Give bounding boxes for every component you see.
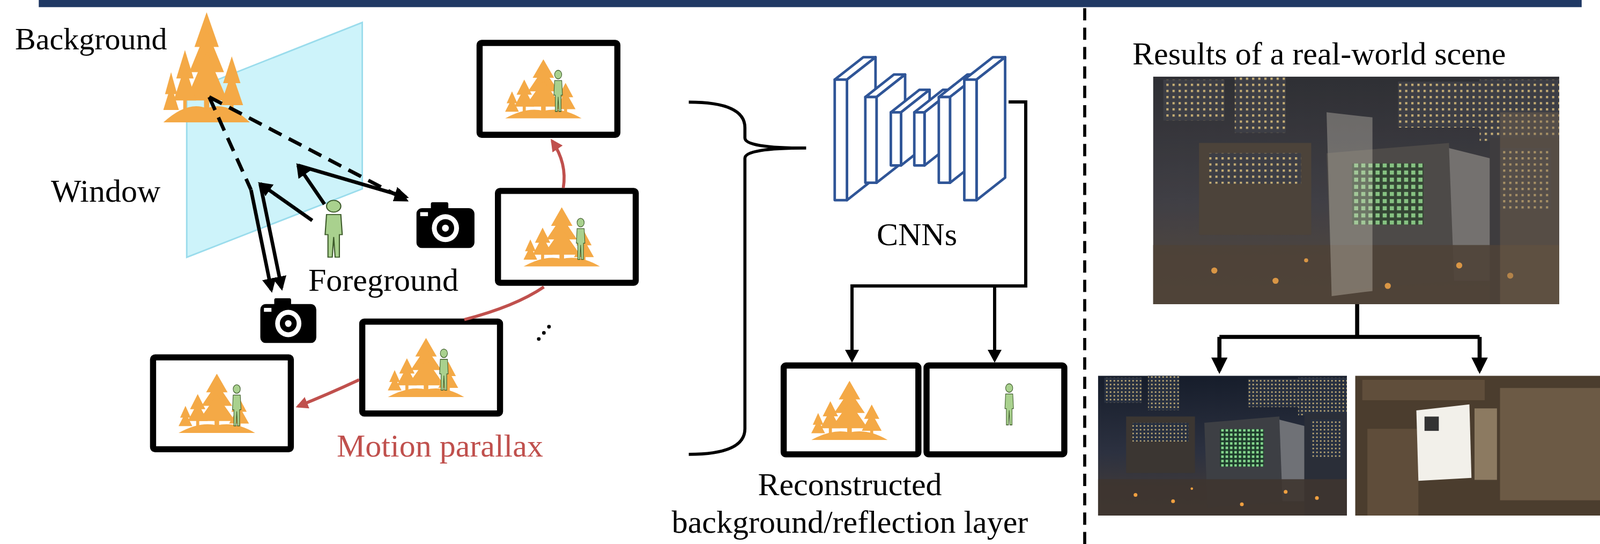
node-text: Results of a real-world scene xyxy=(1132,35,1506,73)
result-photo xyxy=(1153,76,1560,305)
input-frames xyxy=(152,42,636,449)
background-result xyxy=(1098,375,1347,516)
results-panel: Results of a real-world scene xyxy=(1126,31,1577,306)
foreground-label: Foreground xyxy=(308,261,459,299)
light-paths xyxy=(209,97,406,291)
cnn-icon xyxy=(834,57,1006,200)
foreground-person xyxy=(324,200,343,257)
camera xyxy=(416,202,474,249)
node-text: CNNs xyxy=(828,216,1006,254)
parallax-arrows xyxy=(298,141,565,407)
background-trees xyxy=(163,12,250,123)
ellipsis-dots xyxy=(536,324,551,342)
reflection-result xyxy=(1354,375,1600,516)
output-layers: Reconstructed background/reflection laye… xyxy=(656,362,1068,543)
parallax-label: Motion parallax xyxy=(336,427,544,465)
top-bar xyxy=(38,0,1582,7)
cnn-block: CNNs xyxy=(828,46,1009,258)
node-text: Reconstructed background/reflection laye… xyxy=(656,465,1043,541)
window-label: Window xyxy=(50,172,161,210)
result-split-arrows xyxy=(1219,304,1480,371)
background-label: Background xyxy=(15,21,168,58)
output-frames xyxy=(783,365,1065,455)
camera xyxy=(260,298,317,344)
divider xyxy=(1083,8,1087,544)
scene-illustration xyxy=(163,12,474,344)
